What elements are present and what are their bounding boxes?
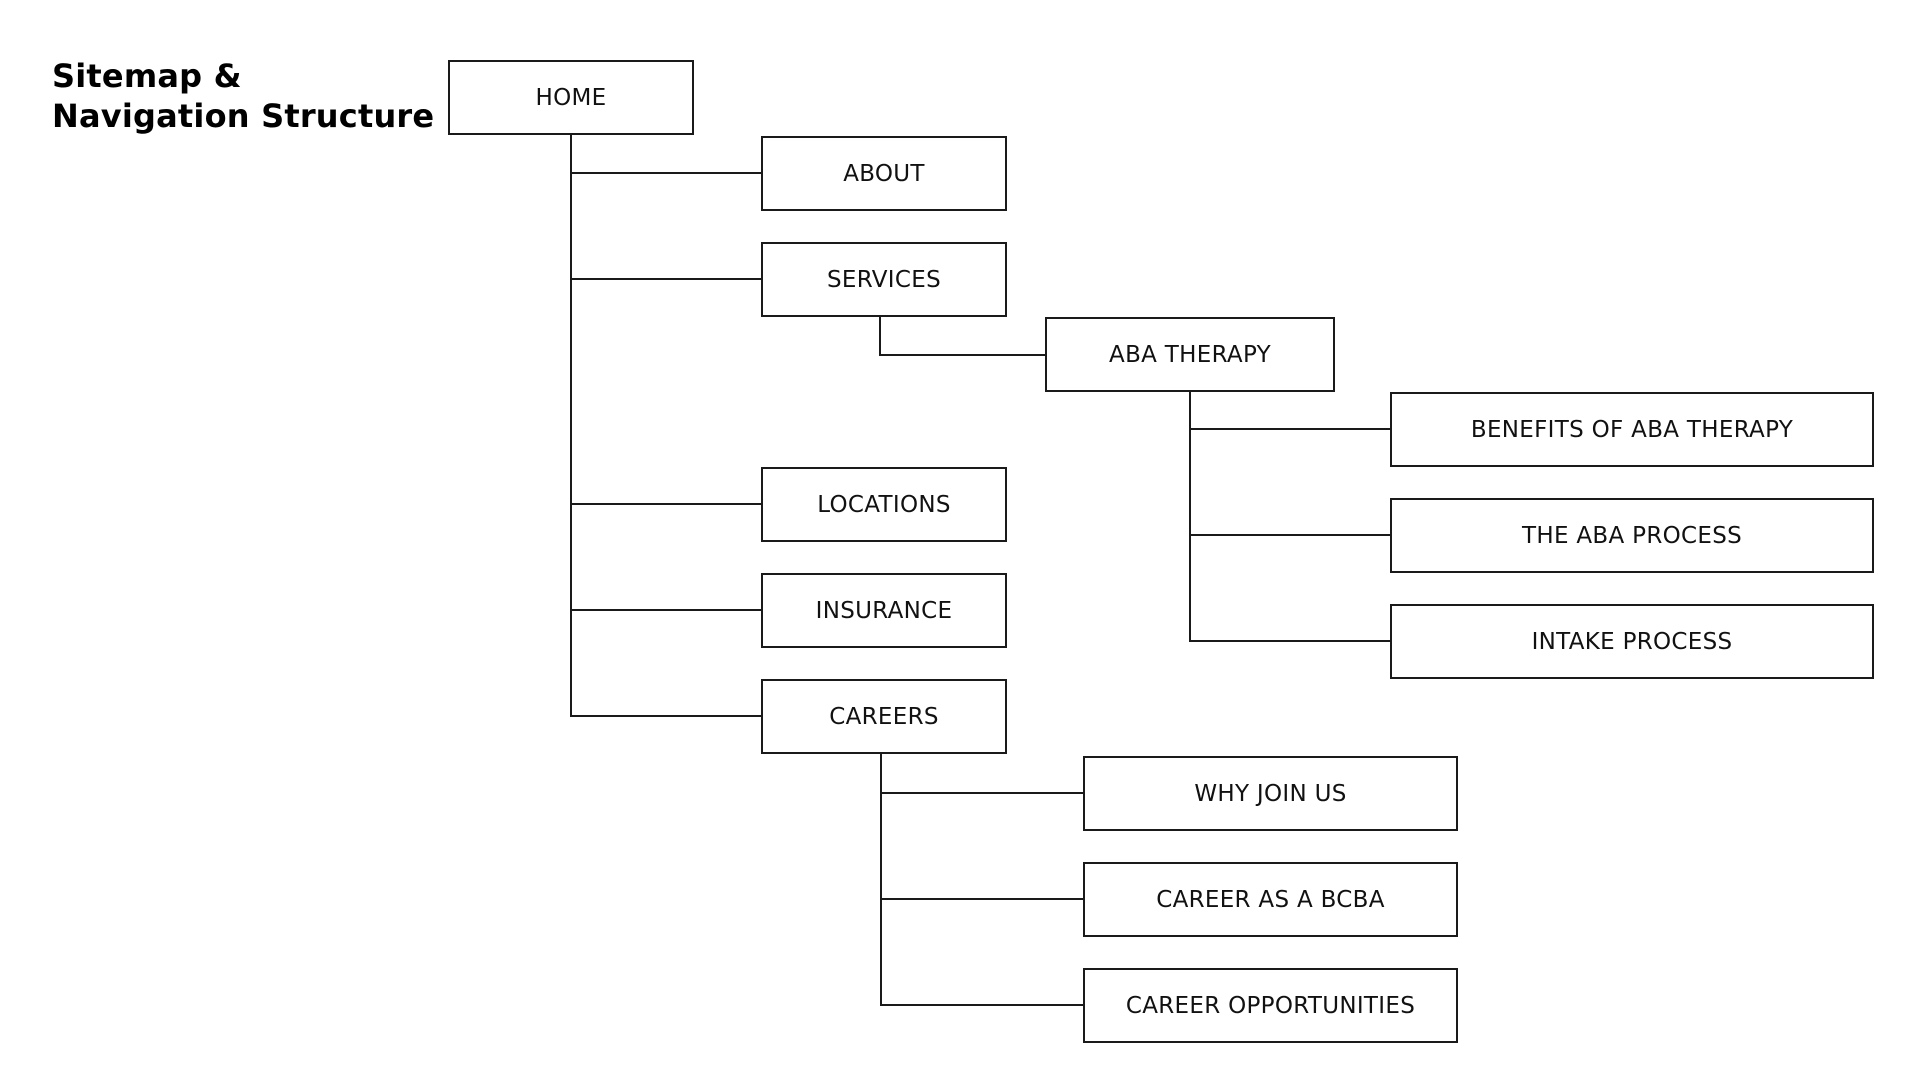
diagram-title: Sitemap & Navigation Structure xyxy=(52,56,434,136)
node-the-aba-process[interactable]: THE ABA PROCESS xyxy=(1390,498,1874,573)
diagram-title-line-1: Sitemap & xyxy=(52,57,242,95)
node-aba-therapy[interactable]: ABA THERAPY xyxy=(1045,317,1335,392)
node-career-as-a-bcba[interactable]: CAREER AS A BCBA xyxy=(1083,862,1458,937)
node-home[interactable]: HOME xyxy=(448,60,694,135)
node-why-join-us[interactable]: WHY JOIN US xyxy=(1083,756,1458,831)
node-careers[interactable]: CAREERS xyxy=(761,679,1007,754)
diagram-title-line-2: Navigation Structure xyxy=(52,97,435,135)
node-insurance[interactable]: INSURANCE xyxy=(761,573,1007,648)
node-locations[interactable]: LOCATIONS xyxy=(761,467,1007,542)
node-services[interactable]: SERVICES xyxy=(761,242,1007,317)
node-career-opportunities[interactable]: CAREER OPPORTUNITIES xyxy=(1083,968,1458,1043)
node-benefits-of-aba-therapy[interactable]: BENEFITS OF ABA THERAPY xyxy=(1390,392,1874,467)
node-about[interactable]: ABOUT xyxy=(761,136,1007,211)
node-intake-process[interactable]: INTAKE PROCESS xyxy=(1390,604,1874,679)
